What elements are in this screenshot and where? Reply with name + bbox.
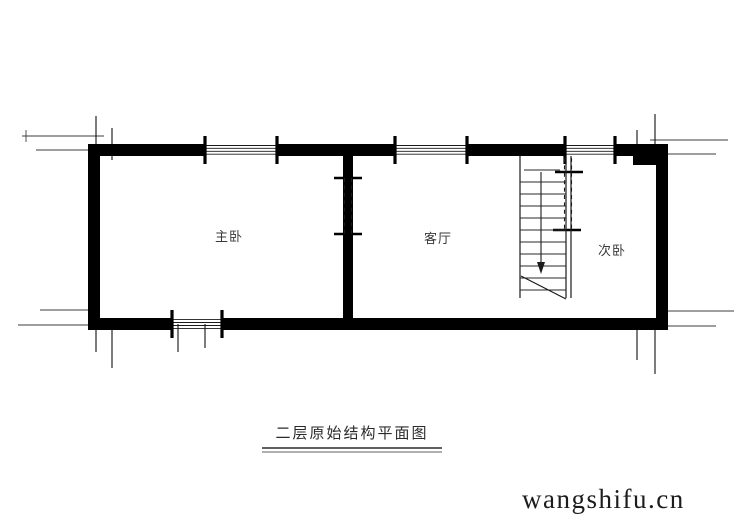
room-label-living-room: 客厅 xyxy=(424,231,452,246)
room-label-second-bedroom: 次卧 xyxy=(598,243,626,258)
plan-title: 二层原始结构平面图 xyxy=(275,425,428,442)
exterior-wall-top xyxy=(277,144,395,156)
walls-group xyxy=(88,144,668,330)
exterior-wall-top xyxy=(88,144,205,156)
exterior-wall-top xyxy=(467,144,565,156)
exterior-wall-bottom xyxy=(88,318,172,330)
window-top-left xyxy=(203,136,279,164)
staircase xyxy=(519,156,572,300)
exterior-wall-top xyxy=(615,144,668,156)
stair-direction-arrow xyxy=(537,172,545,274)
window-top-center xyxy=(393,136,469,164)
exterior-wall-bottom xyxy=(222,318,668,330)
watermark: wangshifu.cn xyxy=(522,484,685,514)
title-block: 二层原始结构平面图 xyxy=(262,425,442,453)
stair-arrow-head xyxy=(537,262,545,274)
room-label-master-bedroom: 主卧 xyxy=(215,229,243,244)
stair-treads xyxy=(520,181,566,291)
openings-group xyxy=(334,158,583,236)
room-labels-group: 主卧 客厅 次卧 xyxy=(215,229,626,258)
wall-notch-top-right xyxy=(633,156,658,165)
stair-cut-line xyxy=(520,275,567,300)
window-bottom-left xyxy=(170,310,224,338)
exterior-wall-right xyxy=(656,144,668,330)
windows-group xyxy=(170,136,617,338)
partition-wall-center xyxy=(343,150,353,324)
exterior-wall-left xyxy=(88,144,100,330)
door-opening-master-to-living xyxy=(334,176,362,236)
window-top-right xyxy=(563,136,617,164)
